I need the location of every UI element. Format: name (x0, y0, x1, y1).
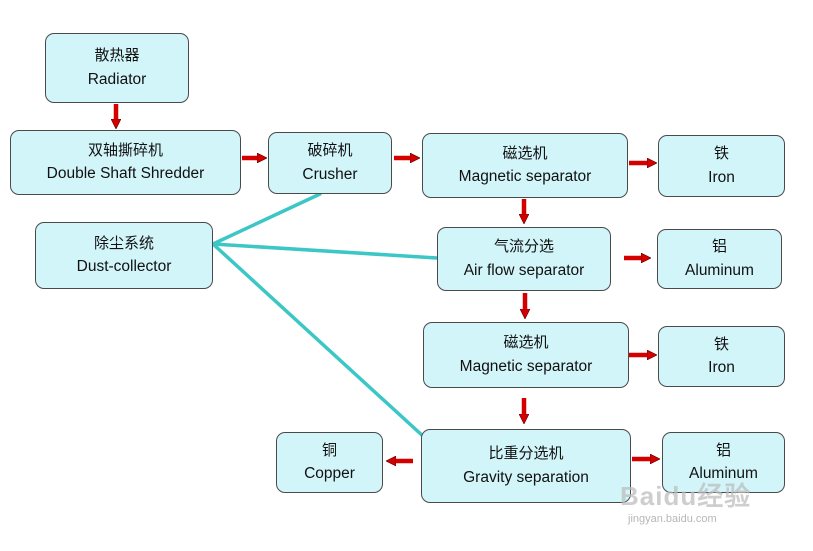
node-copper: 铜 Copper (276, 432, 383, 493)
node-label-zh: 双轴撕碎机 (87, 140, 163, 159)
node-label-zh: 磁选机 (502, 143, 548, 162)
node-label-en: Magnetic separator (459, 357, 593, 375)
node-label-zh: 铁 (713, 334, 729, 353)
node-crusher: 破碎机 Crusher (268, 132, 392, 194)
node-iron-2: 铁 Iron (658, 326, 785, 387)
node-label-zh: 铁 (713, 144, 729, 163)
watermark-logo: Baidu经验 (620, 481, 752, 511)
node-label-en: Crusher (302, 165, 358, 183)
node-gravity-separation: 比重分选机 Gravity separation (421, 429, 631, 503)
node-radiator: 散热器 Radiator (45, 33, 189, 103)
node-magnetic-separator-2: 磁选机 Magnetic separator (423, 322, 629, 388)
node-label-zh: 除尘系统 (93, 233, 154, 252)
node-label-zh: 气流分选 (493, 237, 554, 256)
dust-duct-lines (211, 192, 439, 439)
node-label-en: Aluminum (689, 465, 758, 483)
node-label-en: Iron (708, 359, 735, 377)
node-air-flow-separator: 气流分选 Air flow separator (437, 227, 611, 291)
node-label-en: Gravity separation (463, 468, 589, 486)
node-label-en: Radiator (87, 70, 147, 88)
node-dust-collector: 除尘系统 Dust-collector (35, 222, 213, 289)
node-label-en: Dust-collector (76, 258, 172, 276)
node-magnetic-separator-1: 磁选机 Magnetic separator (422, 133, 628, 198)
node-aluminum-2: 铝 Aluminum (662, 432, 785, 493)
node-label-en: Magnetic separator (458, 168, 592, 186)
node-label-zh: 磁选机 (503, 333, 549, 352)
duct-line-gravity (211, 242, 426, 439)
baidu-watermark: Baidu经验 jingyan.baidu.com (620, 476, 790, 536)
node-label-en: Copper (304, 465, 355, 483)
node-label-en: Double Shaft Shredder (46, 165, 205, 183)
node-label-zh: 铜 (321, 440, 337, 459)
node-double-shaft-shredder: 双轴撕碎机 Double Shaft Shredder (10, 130, 241, 195)
node-label-zh: 铝 (715, 440, 731, 459)
flow-arrows (116, 104, 655, 461)
node-label-en: Iron (708, 168, 735, 186)
node-label-zh: 破碎机 (307, 141, 353, 160)
node-label-en: Air flow separator (463, 261, 585, 279)
duct-line-crusher (211, 192, 322, 246)
node-label-zh: 散热器 (94, 46, 140, 65)
node-label-en: Aluminum (685, 261, 754, 279)
watermark-url: jingyan.baidu.com (628, 513, 717, 525)
node-aluminum-1: 铝 Aluminum (657, 229, 782, 289)
node-label-zh: 铝 (711, 237, 727, 256)
node-iron-1: 铁 Iron (658, 135, 785, 197)
duct-line-airflow (211, 242, 439, 260)
node-label-zh: 比重分选机 (488, 444, 564, 463)
